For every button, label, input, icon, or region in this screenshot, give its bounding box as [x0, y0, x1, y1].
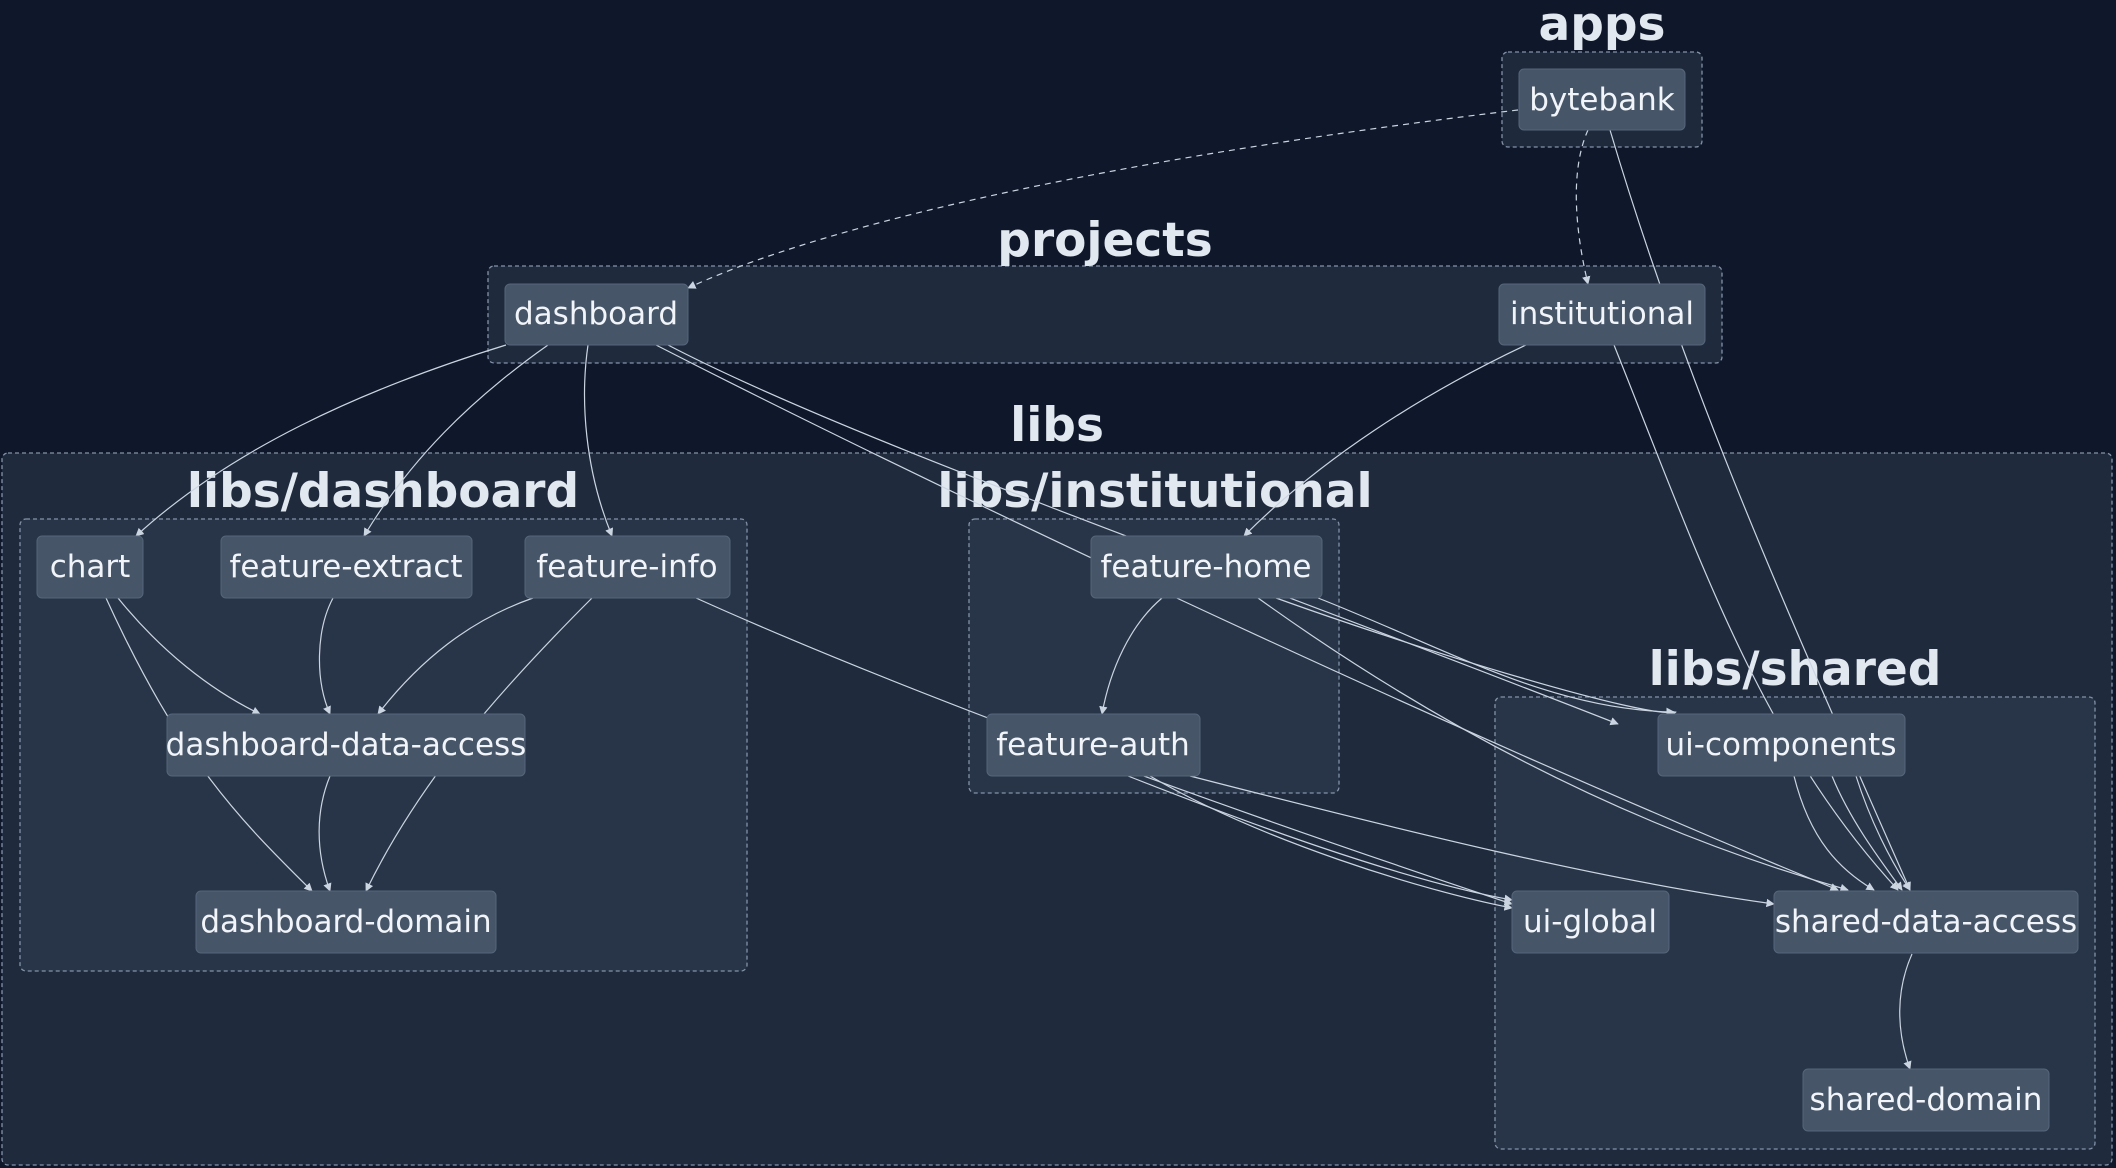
node-feature-auth[interactable]: feature-auth — [986, 713, 1201, 777]
edge-bytebank-dashboard — [687, 109, 1519, 289]
node-shared-data-access[interactable]: shared-data-access — [1773, 890, 2079, 954]
node-label-feature-info: feature-info — [536, 549, 717, 585]
edge-feature-extract-dashboard-data-access — [318, 597, 334, 715]
edge-feature-home-shared-data-access-2 — [1275, 597, 1677, 719]
node-label-dashboard-data-access: dashboard-data-access — [166, 727, 527, 763]
node-dashboard[interactable]: dashboard — [504, 283, 689, 346]
cluster-projects: projects — [487, 213, 1723, 364]
node-label-dashboard: dashboard — [514, 296, 678, 332]
edge-dashboard-data-access-dashboard-domain — [318, 775, 332, 892]
edge-feature-auth-shared-data-access — [1189, 775, 1775, 908]
edge-ui-components-shared-data-access-2 — [1831, 775, 1903, 891]
node-label-shared-data-access: shared-data-access — [1775, 904, 2077, 940]
node-ui-components[interactable]: ui-components — [1657, 713, 1906, 777]
edge-chart-dashboard-data-access — [117, 597, 261, 715]
node-label-institutional: institutional — [1510, 296, 1694, 332]
edge-feature-home-shared-data-access — [1257, 597, 1849, 892]
node-ui-global[interactable]: ui-global — [1511, 890, 1670, 954]
edge-bytebank-institutional — [1575, 129, 1591, 285]
edges — [105, 109, 1913, 1070]
edge-dashboard-feature-extract — [363, 344, 549, 537]
cluster-title-apps: apps — [1539, 0, 1666, 52]
node-shared-domain[interactable]: shared-domain — [1802, 1068, 2050, 1132]
node-feature-info[interactable]: feature-info — [524, 535, 731, 599]
cluster-title-libs-institutional: libs/institutional — [937, 464, 1372, 519]
cluster-title-libs: libs — [1010, 398, 1104, 453]
cluster-title-projects: projects — [997, 213, 1212, 268]
edge-dashboard-ui-components — [667, 344, 1619, 726]
edge-feature-info-dashboard-data-access — [377, 597, 534, 715]
node-dashboard-domain[interactable]: dashboard-domain — [195, 890, 497, 954]
edge-ui-components-shared-data-access — [1793, 775, 1875, 891]
node-label-bytebank: bytebank — [1529, 82, 1675, 118]
node-label-ui-components: ui-components — [1666, 727, 1897, 763]
node-label-feature-extract: feature-extract — [229, 549, 462, 585]
edge-chart-dashboard-domain — [105, 597, 313, 892]
edge-institutional-feature-home — [1243, 344, 1527, 537]
edge-shared-data-access-shared-domain — [1899, 953, 1913, 1070]
cluster-title-libs-shared: libs/shared — [1649, 642, 1942, 697]
edge-ui-components-shared-data-access-3 — [1855, 775, 1911, 891]
edge-dashboard-chart — [135, 344, 507, 537]
node-bytebank[interactable]: bytebank — [1518, 68, 1686, 131]
node-label-feature-home: feature-home — [1101, 549, 1312, 585]
node-label-ui-global: ui-global — [1523, 904, 1657, 940]
edge-institutional-shared-data-access — [1613, 344, 1899, 891]
node-label-feature-auth: feature-auth — [996, 727, 1190, 763]
node-institutional[interactable]: institutional — [1498, 283, 1706, 346]
edge-dashboard-feature-info — [583, 344, 614, 537]
node-feature-extract[interactable]: feature-extract — [220, 535, 473, 599]
node-label-chart: chart — [50, 549, 131, 585]
node-label-shared-domain: shared-domain — [1810, 1082, 2043, 1118]
edge-feature-home-ui-components — [1317, 597, 1675, 717]
edge-feature-auth-ui-global-2 — [1149, 775, 1513, 911]
edge-feature-auth-ui-global — [1127, 775, 1513, 903]
node-dashboard-data-access[interactable]: dashboard-data-access — [166, 713, 527, 777]
edge-feature-home-feature-auth — [1099, 597, 1163, 715]
node-feature-home[interactable]: feature-home — [1090, 535, 1323, 599]
cluster-title-libs-dashboard: libs/dashboard — [187, 464, 579, 519]
edge-bytebank-ui-components — [1609, 129, 1911, 891]
node-chart[interactable]: chart — [36, 535, 144, 599]
node-label-dashboard-domain: dashboard-domain — [200, 904, 491, 940]
